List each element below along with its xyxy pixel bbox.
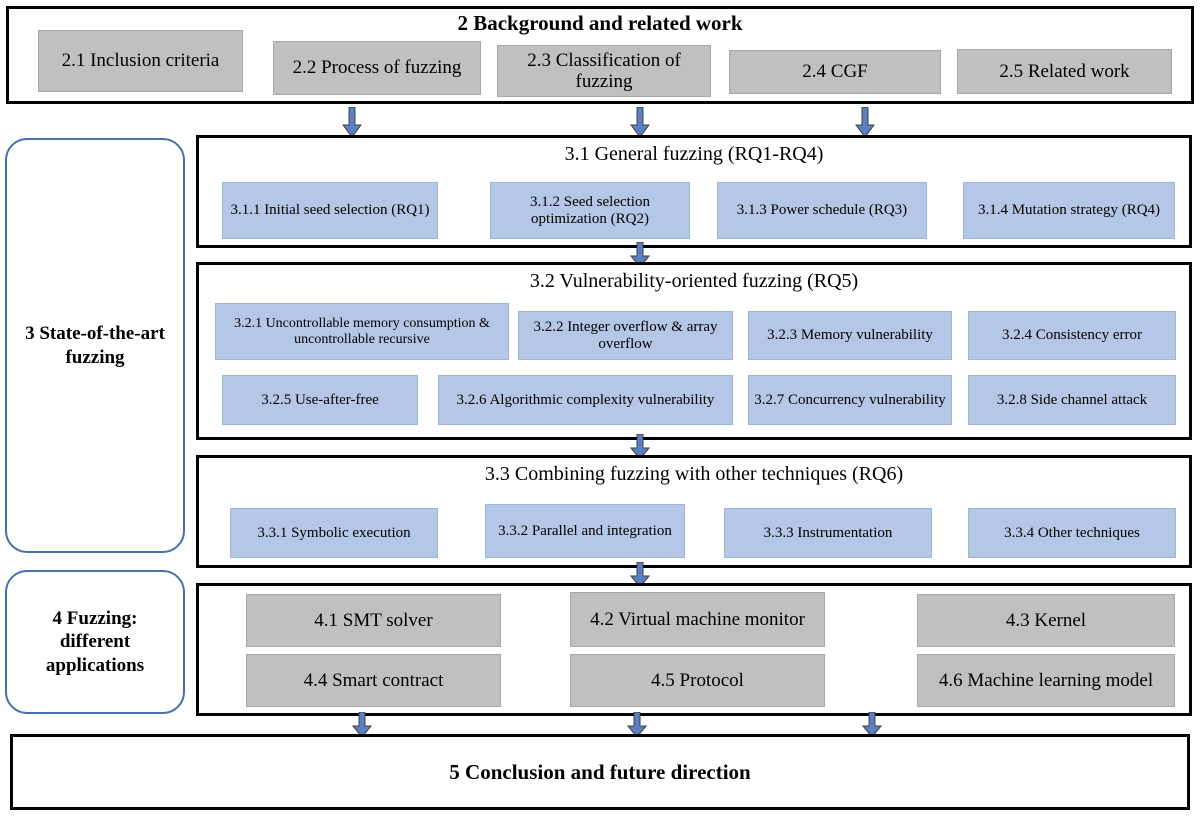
box-3-2-5-use-after-free[interactable]: 3.2.5 Use-after-free xyxy=(222,375,418,425)
box-label: 4.6 Machine learning model xyxy=(938,669,1154,691)
down-arrow-icon xyxy=(352,712,372,738)
box-3-2-1-uncontrollable-memory-consumption[interactable]: 3.2.1 Uncontrollable memory consumption … xyxy=(215,303,509,360)
box-4-1-smt-solver[interactable]: 4.1 SMT solver xyxy=(246,594,501,647)
section-2-title: 2 Background and related work xyxy=(457,11,743,35)
box-2-2-process-of-fuzzing[interactable]: 2.2 Process of fuzzing xyxy=(273,41,481,95)
box-3-2-3-memory-vulnerability[interactable]: 3.2.3 Memory vulnerability xyxy=(748,311,952,360)
box-4-6-machine-learning-model[interactable]: 4.6 Machine learning model xyxy=(917,654,1175,707)
down-arrow-icon xyxy=(855,107,875,138)
box-3-3-4-other-techniques[interactable]: 3.3.4 Other techniques xyxy=(968,508,1176,558)
box-label: 3.2.4 Consistency error xyxy=(1002,327,1142,344)
box-label: 3.2.5 Use-after-free xyxy=(261,391,379,408)
box-3-1-2-seed-selection-optimization[interactable]: 3.1.2 Seed selection optimization (RQ2) xyxy=(490,182,690,239)
section-3-3-title: 3.3 Combining fuzzing with other techniq… xyxy=(484,463,904,485)
box-3-2-8-side-channel-attack[interactable]: 3.2.8 Side channel attack xyxy=(968,375,1176,425)
box-4-2-virtual-machine-monitor[interactable]: 4.2 Virtual machine monitor xyxy=(570,592,825,647)
box-label: 2.4 CGF xyxy=(802,61,868,83)
box-3-1-3-power-schedule[interactable]: 3.1.3 Power schedule (RQ3) xyxy=(717,182,927,239)
box-label: 4.1 SMT solver xyxy=(314,609,433,631)
box-3-1-1-initial-seed-selection[interactable]: 3.1.1 Initial seed selection (RQ1) xyxy=(222,182,438,239)
sidebar-item-label: 3 State-of-the-art fuzzing xyxy=(25,323,165,368)
box-3-2-4-consistency-error[interactable]: 3.2.4 Consistency error xyxy=(968,311,1176,360)
box-label: 3.1.4 Mutation strategy (RQ4) xyxy=(977,202,1161,219)
box-label: 3.2.2 Integer overflow & array overflow xyxy=(533,318,718,352)
box-2-5-related-work[interactable]: 2.5 Related work xyxy=(957,49,1172,94)
box-label: 3.3.2 Parallel and integration xyxy=(498,522,672,539)
box-label: 3.1.3 Power schedule (RQ3) xyxy=(736,202,908,219)
box-label: 3.2.6 Algorithmic complexity vulnerabili… xyxy=(456,391,715,408)
down-arrow-icon xyxy=(630,562,650,588)
box-3-2-2-integer-overflow-array-overflow[interactable]: 3.2.2 Integer overflow & array overflow xyxy=(518,311,733,360)
box-label: 2.5 Related work xyxy=(999,60,1130,82)
down-arrow-icon xyxy=(627,712,647,738)
box-label: 3.2.7 Concurrency vulnerability xyxy=(754,391,946,408)
sidebar-item-fuzzing-different-applications[interactable]: 4 Fuzzing: different applications xyxy=(5,570,185,714)
box-label: 3.3.3 Instrumentation xyxy=(763,524,893,541)
box-label: 3.3.1 Symbolic execution xyxy=(257,524,411,541)
down-arrow-icon xyxy=(862,712,882,738)
sidebar-item-state-of-the-art-fuzzing[interactable]: 3 State-of-the-art fuzzing xyxy=(5,138,185,553)
box-label: 4.3 Kernel xyxy=(1005,609,1087,631)
box-4-3-kernel[interactable]: 4.3 Kernel xyxy=(917,594,1175,647)
box-label: 2.1 Inclusion criteria xyxy=(61,50,220,72)
section-5-title: 5 Conclusion and future direction xyxy=(449,759,751,784)
box-2-1-inclusion-criteria[interactable]: 2.1 Inclusion criteria xyxy=(38,30,243,92)
box-3-1-4-mutation-strategy[interactable]: 3.1.4 Mutation strategy (RQ4) xyxy=(963,182,1175,239)
box-label: 2.2 Process of fuzzing xyxy=(292,57,462,79)
down-arrow-icon xyxy=(630,434,650,460)
box-label: 3.2.3 Memory vulnerability xyxy=(767,327,933,344)
box-label: 4.5 Protocol xyxy=(651,669,744,691)
section-3-2-title: 3.2 Vulnerability-oriented fuzzing (RQ5) xyxy=(529,270,859,292)
box-4-5-protocol[interactable]: 4.5 Protocol xyxy=(570,654,825,707)
box-3-3-1-symbolic-execution[interactable]: 3.3.1 Symbolic execution xyxy=(230,508,438,558)
down-arrow-icon xyxy=(630,107,650,138)
box-label: 4.4 Smart contract xyxy=(303,669,444,691)
box-label: 2.3 Classification of fuzzing xyxy=(527,49,681,92)
box-4-4-smart-contract[interactable]: 4.4 Smart contract xyxy=(246,654,501,707)
box-3-3-3-instrumentation[interactable]: 3.3.3 Instrumentation xyxy=(724,508,932,558)
box-label: 4.2 Virtual machine monitor xyxy=(590,608,805,630)
box-2-3-classification-of-fuzzing[interactable]: 2.3 Classification of fuzzing xyxy=(497,45,711,97)
box-label: 3.1.1 Initial seed selection (RQ1) xyxy=(230,202,430,219)
section-3-1-title: 3.1 General fuzzing (RQ1-RQ4) xyxy=(564,143,824,165)
box-3-3-2-parallel-and-integration[interactable]: 3.3.2 Parallel and integration xyxy=(485,504,685,558)
box-label: 3.3.4 Other techniques xyxy=(1004,524,1140,541)
box-label: 3.1.2 Seed selection optimization (RQ2) xyxy=(530,193,650,227)
box-3-2-6-algorithmic-complexity-vulnerability[interactable]: 3.2.6 Algorithmic complexity vulnerabili… xyxy=(438,375,733,425)
down-arrow-icon xyxy=(630,242,650,268)
section-5-container: 5 Conclusion and future direction xyxy=(10,734,1190,810)
down-arrow-icon xyxy=(342,107,362,138)
box-2-4-cgf[interactable]: 2.4 CGF xyxy=(729,50,941,94)
box-label: 3.2.8 Side channel attack xyxy=(996,391,1148,408)
sidebar-item-label: 4 Fuzzing: different applications xyxy=(45,608,145,676)
box-3-2-7-concurrency-vulnerability[interactable]: 3.2.7 Concurrency vulnerability xyxy=(748,375,952,425)
box-label: 3.2.1 Uncontrollable memory consumption … xyxy=(234,315,490,347)
